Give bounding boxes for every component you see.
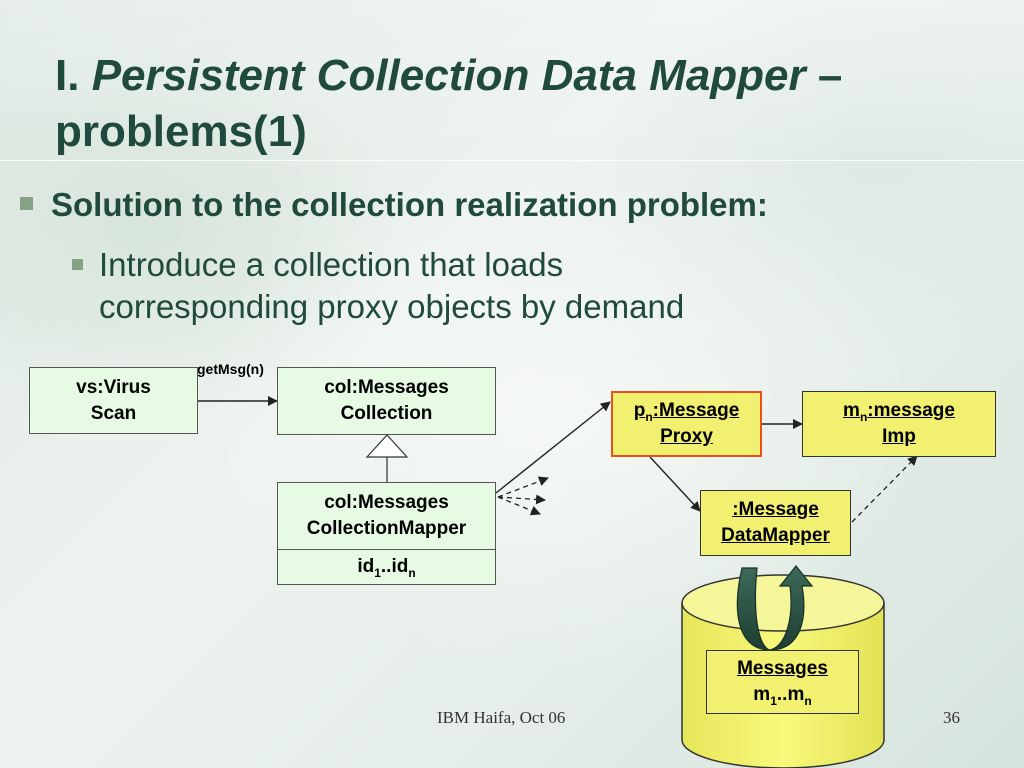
proxy-pre: p [633,400,646,421]
ids-sub1: 1 [374,565,381,580]
messages-collection-box: col:Messages Collection [277,367,496,435]
ids-subn: n [408,565,416,580]
message-datamapper-box: :Message DataMapper [700,490,851,556]
message-imp-box: mn:message Imp [802,391,996,457]
db-mid: ..m [776,684,805,705]
messages-store-box: Messages m1..mn [706,650,859,714]
proxy-sub: n [645,409,653,424]
message-proxy-box: pn:Message Proxy [611,391,762,457]
proxy-to-datamapper-arrow [649,456,701,512]
bullet-level1-text: Solution to the collection realization p… [51,186,768,223]
footer-org-date: IBM Haifa, Oct 06 [437,708,566,727]
mapper-to-proxy-arrow [495,401,611,494]
virus-line1: vs:Virus [76,376,151,398]
db-range: m1..mn [753,682,811,708]
ids-text: id1..idn [357,554,415,580]
imp-line2: Imp [882,426,916,447]
bullet-level2: Introduce a collection that loads corres… [72,244,832,328]
virus-scan-box: vs:Virus Scan [29,367,198,434]
title-suffix: – [805,51,843,100]
datamapper-line1: :Message [732,499,819,520]
title-italic: Persistent Collection Data Mapper [91,51,806,100]
bullet-level2-line2: corresponding proxy objects by demand [99,288,685,325]
ids-pre: id [357,556,375,577]
datamapper-line2: DataMapper [721,525,830,546]
collection-line2: Collection [340,403,433,424]
db-subn: n [804,693,812,708]
mapper-line2: CollectionMapper [306,518,467,539]
footer-page-number: 36 [943,708,960,727]
square-bullet-icon [20,196,33,210]
db-sub1: 1 [770,693,777,708]
collection-mapper-box: col:Messages CollectionMapper [277,482,496,550]
bullet-level1: Solution to the collection realization p… [20,186,768,224]
imp-post: :message [867,400,955,421]
imp-sub: n [859,409,868,424]
store-arrow [769,565,814,651]
title-line2: problems(1) [55,107,307,156]
proxy-post: :Message [652,400,740,421]
ids-mid: ..id [380,556,409,577]
collection-line1: col:Messages [324,377,449,398]
imp-pre: m [843,400,860,421]
proxy-line2: Proxy [660,426,713,447]
inheritance-triangle [365,434,409,458]
virus-line2: Scan [90,402,137,424]
title-prefix: I. [55,51,80,100]
imp-line1: mn:message [843,398,955,424]
ids-compartment: id1..idn [277,549,496,585]
mapper-dashed-arrow-2 [497,494,546,505]
slide-title: I. Persistent Collection Data Mapper – pr… [55,48,1005,160]
getmsg-label: getMsg(n) [197,361,264,377]
mapper-line1: col:Messages [324,492,449,513]
mapper-dashed-arrow-3 [497,496,541,516]
db-title: Messages [737,658,828,679]
mapper-dashed-arrow-1 [497,476,549,498]
title-band [0,0,1024,161]
square-bullet-icon [72,259,83,270]
bullet-level2-line1: Introduce a collection that loads [99,246,564,283]
proxy-line1: pn:Message [634,398,740,424]
datamapper-to-imp-dashed-arrow [851,455,918,523]
db-pre: m [753,684,771,705]
